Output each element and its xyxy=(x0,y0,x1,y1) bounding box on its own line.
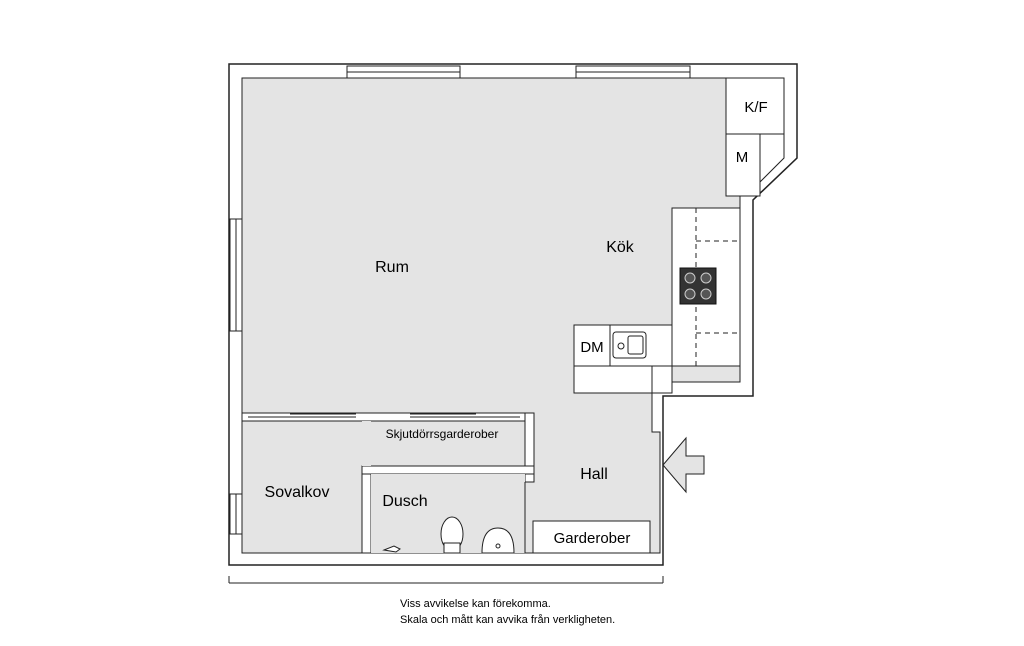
closet-kf[interactable] xyxy=(725,77,785,135)
stove xyxy=(679,267,717,305)
closet-m[interactable] xyxy=(725,133,785,197)
room-label-hall: Hall xyxy=(580,466,608,483)
room-label-sovalkov: Sovalkov xyxy=(265,484,330,501)
bathroom-wall-left xyxy=(361,465,372,554)
room-label-skjutdorrsgarderober: Skjutdörrsgarderober xyxy=(386,427,499,441)
room-label-dm: DM xyxy=(580,339,603,356)
room-label-kf: K/F xyxy=(744,99,767,116)
disclaimer-line-2: Skala och mått kan avvika från verklighe… xyxy=(400,614,616,626)
room-label-dusch: Dusch xyxy=(382,493,427,510)
entrance-arrow-icon xyxy=(662,436,705,494)
alcove-wall xyxy=(362,421,371,466)
room-label-kok: Kök xyxy=(606,239,635,256)
closet-garderober[interactable] xyxy=(532,520,651,554)
disclaimer-line-1: Viss avvikelse kan förekomma. xyxy=(400,598,551,610)
bathroom-wall-top xyxy=(361,465,535,475)
shower-icon xyxy=(382,545,401,553)
bathroom-wall-right xyxy=(524,473,535,483)
room-label-m: M xyxy=(736,149,749,166)
room-label-rum: Rum xyxy=(375,259,409,276)
disclaimer: Viss avvikelse kan förekomma. Skala och … xyxy=(400,596,615,628)
room-label-garderober: Garderober xyxy=(554,530,631,547)
washbasin-icon xyxy=(481,527,515,554)
